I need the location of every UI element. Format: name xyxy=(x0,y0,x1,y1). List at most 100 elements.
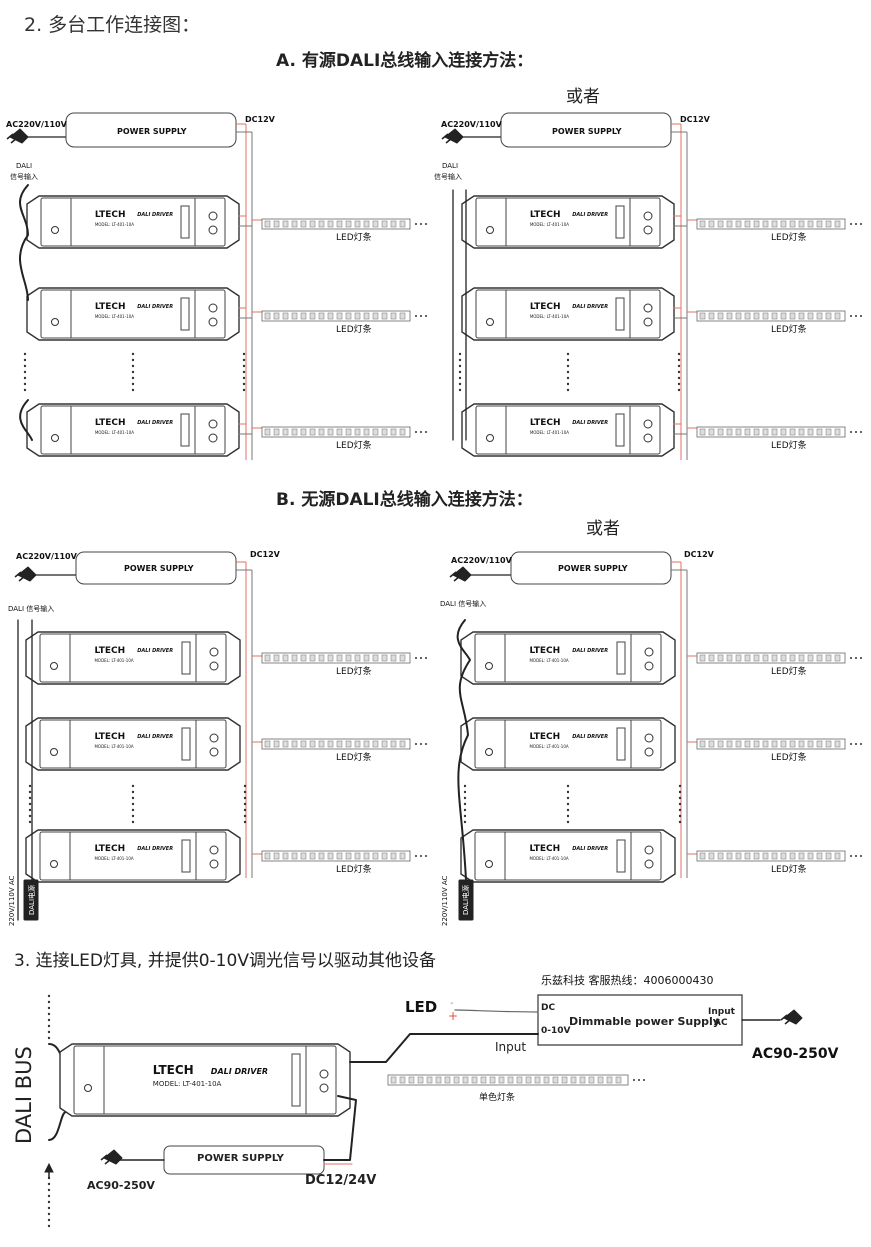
a-right-strip-3-led-chip xyxy=(744,428,751,436)
b-left-bus-box-label: DALI电源 xyxy=(28,884,36,915)
a-left-strip-2-led-chip xyxy=(336,312,343,320)
a-right-plug-pin2 xyxy=(445,137,453,144)
s3-bus-bottom-dots xyxy=(47,1218,51,1222)
b-right-driver-3-terminal-top xyxy=(644,845,654,855)
b-left-driver-1-terminal-bottom xyxy=(209,661,219,671)
s3-strip-led-chip xyxy=(552,1076,559,1084)
a-right-strip-2-label: LED灯条 xyxy=(771,325,807,335)
b-right-ellipsis-left xyxy=(463,820,467,824)
b-left-driver-3-terminal-bottom xyxy=(209,859,219,869)
b-right-strip-1-continuation-dot xyxy=(855,657,857,659)
b-right-driver-3-mount-hole-left xyxy=(485,860,493,868)
a-left-driver-2-mount-hole-left xyxy=(51,318,59,326)
b-left-ellipsis-right xyxy=(243,790,247,794)
b-left-strip-3-led-chip xyxy=(282,852,289,860)
a-right-strip-3-led-chip xyxy=(825,428,832,436)
b-left-driver-1-brand: LTECH xyxy=(94,645,126,656)
a-left-ellipsis-right xyxy=(242,376,246,380)
b-right-driver-3-driver-text: DALI DRIVER xyxy=(572,846,609,853)
a-right-strip-3-led-chip xyxy=(807,428,814,436)
a-left-strip-2-led-chip xyxy=(381,312,388,320)
b-right-strip-1-led-chip xyxy=(771,654,778,662)
b-left-strip-3-led-chip xyxy=(372,852,379,860)
b-right-ellipsis-mid xyxy=(566,784,570,788)
b-left-strip-1-led-chip xyxy=(336,654,343,662)
b-right-strip-3-label: LED灯条 xyxy=(771,865,807,875)
a-left-strip-2-led-chip xyxy=(363,312,370,320)
ac-label: AC xyxy=(714,1018,728,1028)
a-left-ellipsis-mid xyxy=(131,352,135,356)
a-right-driver-1-terminal-block xyxy=(615,205,625,239)
b-right-strip-1-led-chip xyxy=(780,654,787,662)
b-left-strip-3-led-chip xyxy=(300,852,307,860)
a-left-strip-3-led-chip xyxy=(318,428,325,436)
b-left-strip-2-continuation-dot xyxy=(420,743,422,745)
a-right-strip-2-led-chip xyxy=(717,312,724,320)
a-right-ellipsis-left xyxy=(458,382,462,386)
a-right-dc-label: DC12V xyxy=(680,115,710,124)
a-left-strip-3-continuation-dot xyxy=(415,431,417,433)
a-right-strip-3-led-chip xyxy=(780,428,787,436)
b-right-strip-3-led-chip xyxy=(789,852,796,860)
s3-bus-top-dots xyxy=(47,1006,51,1010)
a-left-strip-3-led-chip xyxy=(309,428,316,436)
b-left-driver-2-model-text: MODEL: LT-401-10A xyxy=(94,744,134,750)
a-left-driver-3-model-text: MODEL: LT-401-10A xyxy=(94,430,134,436)
b-left-ellipsis-mid xyxy=(131,808,135,812)
a-right-ellipsis-left xyxy=(458,352,462,356)
b-left-strip-3-label: LED灯条 xyxy=(336,865,372,875)
b-right-strip-3-led-chip xyxy=(699,852,706,860)
a-left-strip-2-led-chip xyxy=(291,312,298,320)
a-left-strip-1-continuation-dot xyxy=(425,223,427,225)
a-right-strip-1-led-chip xyxy=(798,220,805,228)
b-left-strip-2-label: LED灯条 xyxy=(336,753,372,763)
b-left-strip-1-led-chip xyxy=(327,654,334,662)
b-right-strip-2-led-chip xyxy=(717,740,724,748)
s3-strip-led-chip xyxy=(408,1076,415,1084)
a-left-strip-1-continuation-dot xyxy=(415,223,417,225)
b-right-strip-2-led-chip xyxy=(762,740,769,748)
b-left-dali-input-label: DALI 信号输入 xyxy=(8,605,55,613)
b-right-strip-3-led-chip xyxy=(825,852,832,860)
b-right-strip-1-led-chip xyxy=(717,654,724,662)
b-right-strip-1-tape xyxy=(696,652,846,664)
b-right-dali-input-label: DALI 信号输入 xyxy=(440,600,487,608)
input-caption: Input xyxy=(495,1040,527,1054)
a-right-driver-2-model-text: MODEL: LT-401-10A xyxy=(529,314,569,320)
b-left-strip-3-led-chip xyxy=(345,852,352,860)
b-right-plug-pin2 xyxy=(453,575,461,582)
b-right-strip-3-led-chip xyxy=(798,852,805,860)
b-right-strip-2-led-chip xyxy=(798,740,805,748)
s3-bus-bottom-dots xyxy=(47,1212,51,1216)
b-left-strip-2-led-chip xyxy=(291,740,298,748)
s3-strip-led-chip xyxy=(615,1076,622,1084)
a-left-strip-2-led-chip xyxy=(354,312,361,320)
b-right-strip-2-led-chip xyxy=(780,740,787,748)
a-right-ellipsis-left xyxy=(458,370,462,374)
b-right-ellipsis-mid xyxy=(566,808,570,812)
a-right-driver-1-mount-hole-left xyxy=(486,226,494,234)
a-left-strip-3-led-chip xyxy=(327,428,334,436)
b-right-strip-3-continuation-dot xyxy=(850,855,852,857)
a-left-ellipsis-left xyxy=(23,370,27,374)
a-right-strip-1-led-chip xyxy=(753,220,760,228)
a-left-ellipsis-mid xyxy=(131,388,135,392)
a-right-strip-2-led-chip xyxy=(753,312,760,320)
a-right-strip-1-led-chip xyxy=(825,220,832,228)
a-left-strip-2-led-chip xyxy=(309,312,316,320)
s3-strip-continuation-dot xyxy=(633,1079,635,1081)
a-right-ellipsis-left xyxy=(458,388,462,392)
b-left-strip-3-led-chip xyxy=(381,852,388,860)
a-left-strip-2-led-chip xyxy=(399,312,406,320)
b-right-strip-1-led-chip xyxy=(762,654,769,662)
a-right-strip-3-label: LED灯条 xyxy=(771,441,807,451)
a-right-strip-3-led-chip xyxy=(726,428,733,436)
b-right-strip-1-led-chip xyxy=(789,654,796,662)
b-left-strip-2-led-chip xyxy=(282,740,289,748)
b-left-strip-1-led-chip xyxy=(273,654,280,662)
s3-bus-bottom-dots xyxy=(47,1200,51,1204)
a-left-strip-3-led-chip xyxy=(291,428,298,436)
s3-led-minus: - xyxy=(450,998,454,1009)
a-right-driver-3-terminal-block xyxy=(615,413,625,447)
b-left-strip-1-led-chip xyxy=(300,654,307,662)
